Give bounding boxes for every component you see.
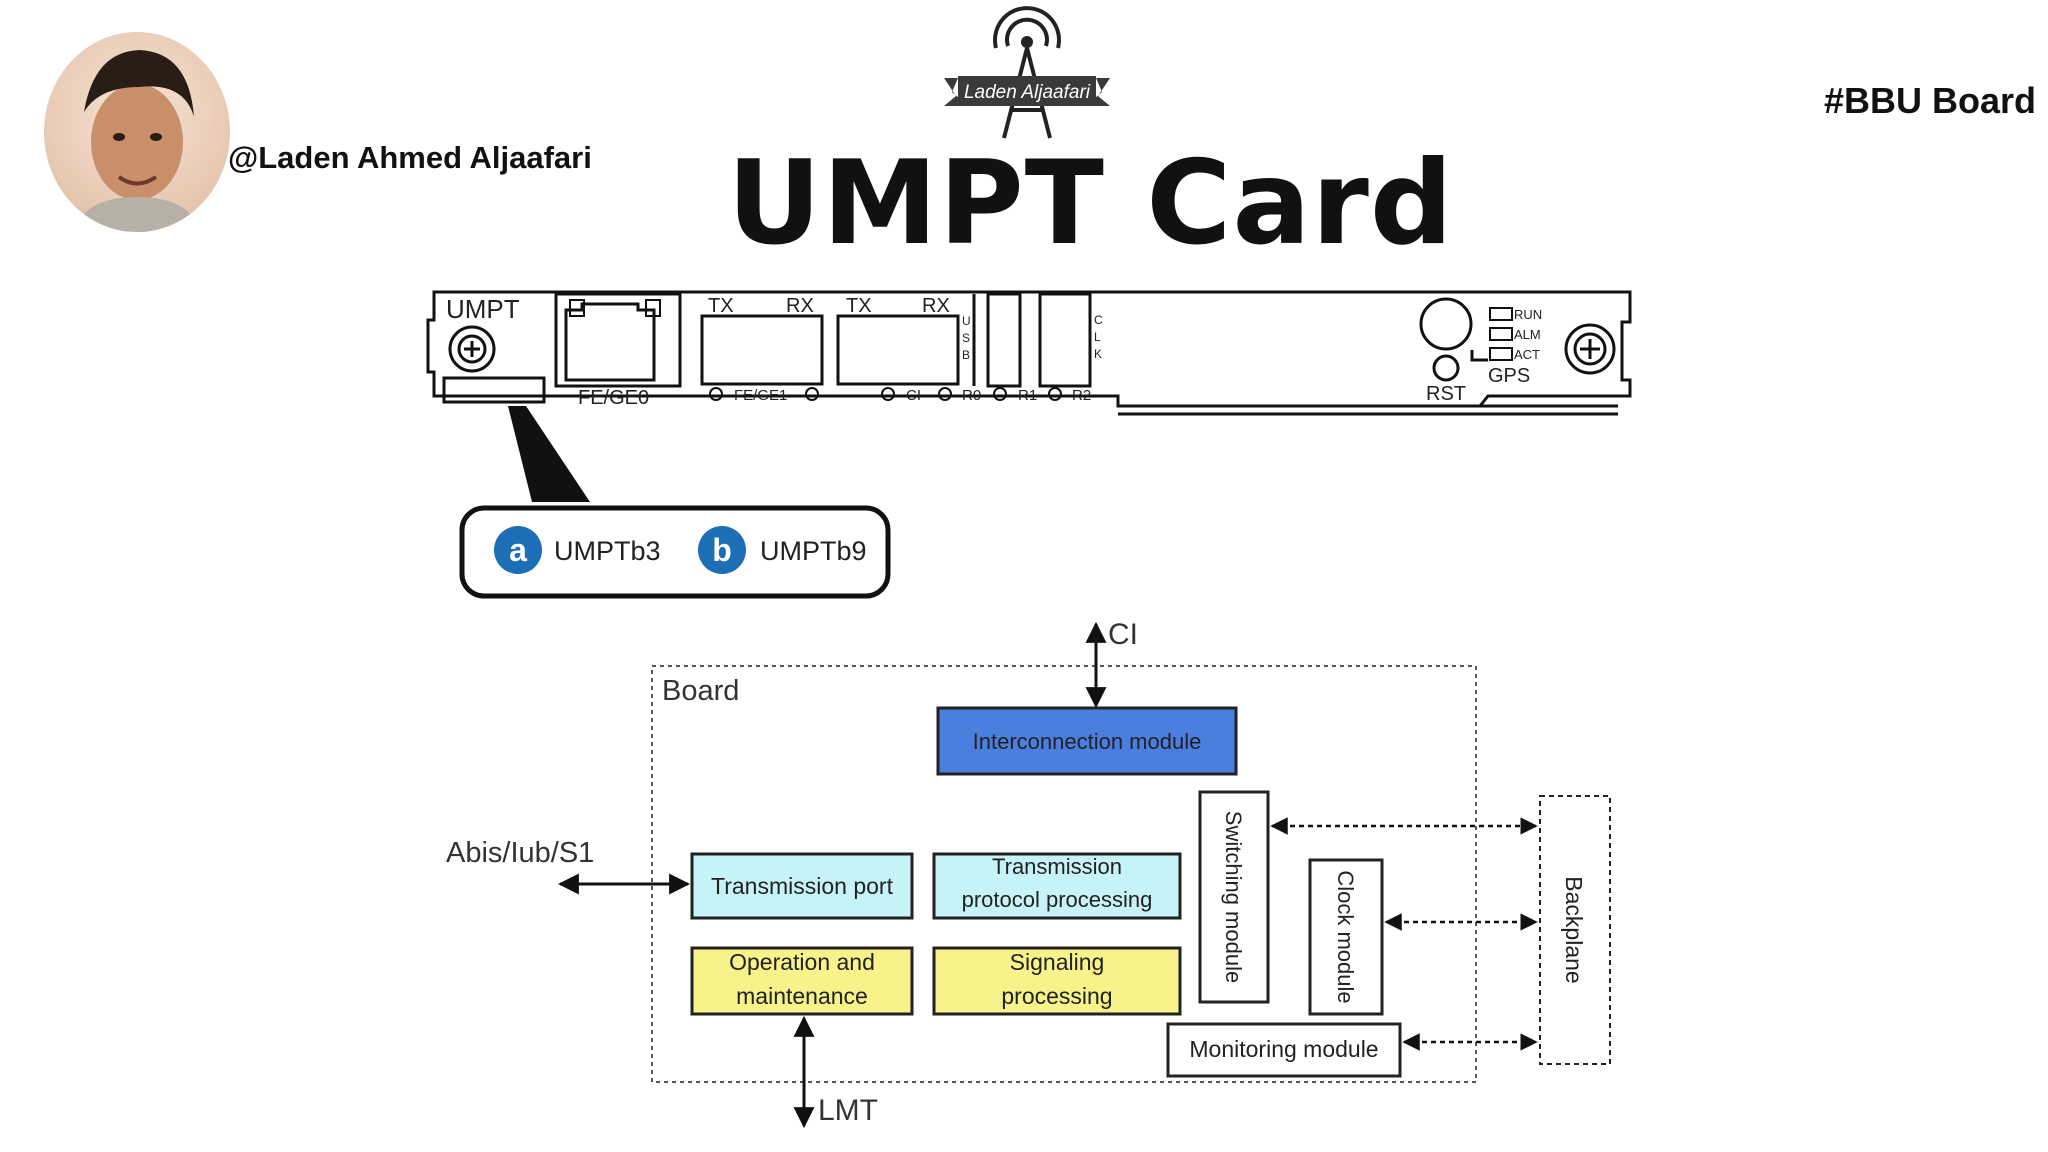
port-r0-label: R0 bbox=[962, 387, 981, 404]
variant-a: a UMPTb3 bbox=[494, 526, 661, 574]
clk-label-l: L bbox=[1094, 330, 1101, 344]
led-alm-label: ALM bbox=[1514, 327, 1541, 342]
transmission-protocol-label-2: protocol processing bbox=[962, 887, 1153, 912]
port-tx1-label: TX bbox=[708, 295, 734, 317]
om-label-1: Operation and bbox=[729, 949, 875, 975]
variant-callout-box bbox=[459, 505, 891, 599]
port-fe-ge0-label: FE/GE0 bbox=[578, 387, 649, 409]
led-act-label: ACT bbox=[1514, 347, 1540, 362]
hashtag: #BBU Board bbox=[1823, 80, 2036, 121]
variant-a-badge: a bbox=[509, 532, 527, 568]
port-r1-label: R1 bbox=[1018, 387, 1037, 404]
author-handle: @Laden Ahmed Aljaafari bbox=[228, 140, 592, 175]
page-title: UMPT Card bbox=[727, 136, 1454, 271]
clock-module bbox=[1308, 858, 1384, 1016]
interconnection-module-label: Interconnection module bbox=[973, 729, 1202, 754]
ci-label: CI bbox=[1108, 618, 1138, 651]
switching-module-label: Switching module bbox=[1221, 811, 1246, 983]
lmt-label: LMT bbox=[818, 1094, 878, 1127]
clk-label-k: K bbox=[1094, 347, 1102, 361]
usb-label-b: B bbox=[962, 348, 970, 362]
gps-label: GPS bbox=[1488, 365, 1530, 387]
variant-a-label: UMPTb3 bbox=[554, 536, 661, 566]
signaling-module bbox=[932, 946, 1182, 1016]
signaling-label-1: Signaling bbox=[1010, 949, 1105, 975]
abis-label: Abis/Iub/S1 bbox=[446, 837, 594, 869]
transmission-port-label: Transmission port bbox=[711, 873, 894, 899]
port-ci-label: CI bbox=[906, 387, 921, 404]
signaling-label-2: processing bbox=[1001, 983, 1112, 1009]
port-rx2-label: RX bbox=[922, 295, 950, 317]
rst-label: RST bbox=[1426, 383, 1466, 405]
usb-label-u: U bbox=[962, 314, 971, 328]
variant-b-label: UMPTb9 bbox=[760, 536, 867, 566]
backplane-label: Backplane bbox=[1561, 876, 1587, 983]
board-label: Board bbox=[662, 675, 739, 707]
clock-module-label: Clock module bbox=[1333, 870, 1358, 1003]
switching-module bbox=[1198, 790, 1270, 1004]
transmission-port-module bbox=[690, 852, 914, 920]
led-run-label: RUN bbox=[1514, 307, 1542, 322]
transmission-protocol-label-1: Transmission bbox=[992, 854, 1122, 879]
monitoring-module-label: Monitoring module bbox=[1189, 1036, 1378, 1062]
om-module bbox=[690, 946, 914, 1016]
author-avatar bbox=[44, 32, 230, 232]
interconnection-module bbox=[936, 706, 1238, 776]
port-tx2-label: TX bbox=[846, 295, 872, 317]
om-label-2: maintenance bbox=[736, 983, 868, 1009]
variant-b: b UMPTb9 bbox=[698, 526, 867, 574]
transmission-protocol-module bbox=[932, 852, 1182, 920]
clk-label-c: C bbox=[1094, 313, 1103, 327]
callout-pointer bbox=[508, 406, 590, 502]
port-fe-ge1-label: FE/GE1 bbox=[734, 387, 787, 404]
variant-b-badge: b bbox=[712, 532, 732, 568]
logo-text: Laden Aljaafari bbox=[964, 82, 1091, 103]
umpt-front-panel bbox=[426, 290, 1632, 416]
usb-label-s: S bbox=[962, 331, 970, 345]
port-rx1-label: RX bbox=[786, 295, 814, 317]
monitoring-module bbox=[1166, 1022, 1402, 1078]
backplane bbox=[1539, 795, 1611, 1065]
panel-board-name: UMPT bbox=[446, 294, 520, 324]
tower-logo: Laden Aljaafari bbox=[938, 0, 1116, 140]
port-r2-label: R2 bbox=[1072, 387, 1091, 404]
